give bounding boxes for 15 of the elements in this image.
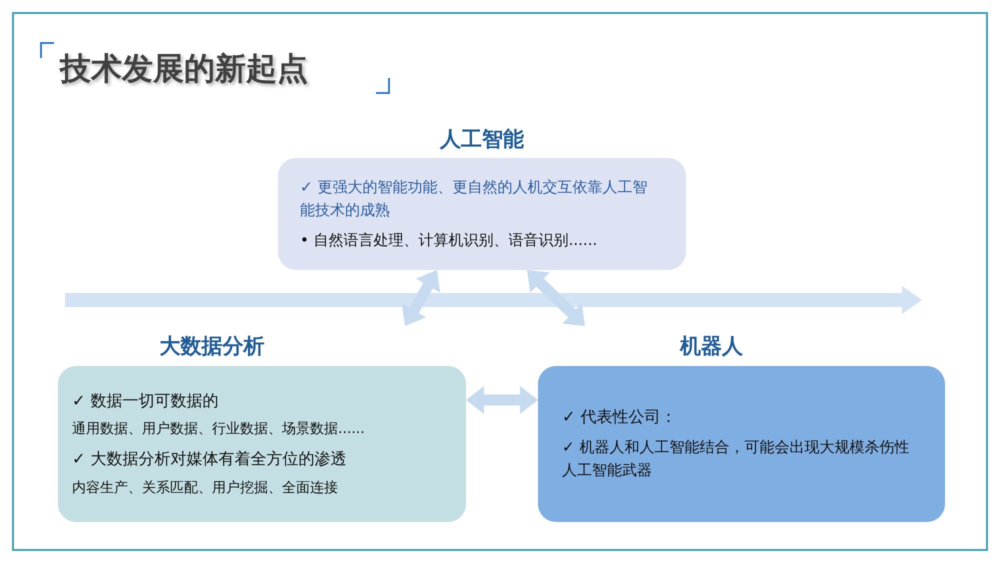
double-arrow	[402, 270, 440, 326]
bullet-text: ✓ 大数据分析对媒体有着全方位的渗透	[72, 448, 348, 470]
section-heading: 大数据分析	[160, 333, 264, 360]
section-heading: 机器人	[680, 333, 743, 360]
bullet-text: ✓ 数据一切可数据的	[72, 390, 220, 412]
bullet-text: ✓ 机器人和人工智能结合，可能会出现大规模杀伤性人工智能武器	[562, 437, 910, 482]
section-heading: 人工智能	[440, 126, 524, 153]
double-arrow	[466, 386, 538, 414]
bullet-text: 通用数据、用户数据、行业数据、场景数据......	[72, 420, 366, 440]
bullet-text: 内容生产、关系匹配、用户挖掘、全面连接	[72, 478, 339, 498]
slide-title: 技术发展的新起点	[60, 50, 308, 89]
bullet-text: ✓ 代表性公司：	[562, 406, 678, 428]
double-arrow	[527, 270, 585, 326]
bullet-text: ✓ 更强大的智能功能、更自然的人机交互依靠人工智能技术的成熟	[300, 177, 648, 222]
bullet-text: • 自然语言处理、计算机识别、语音识别......	[300, 230, 598, 251]
